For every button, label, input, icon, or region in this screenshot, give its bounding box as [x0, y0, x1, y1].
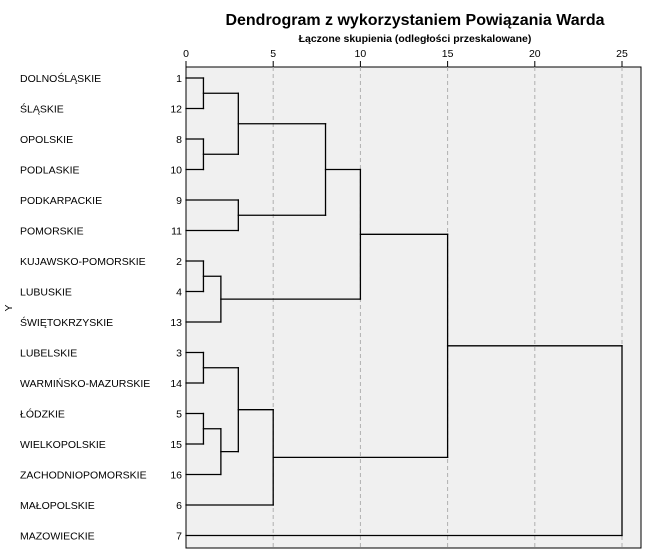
leaf-name-label: LUBUSKIE — [20, 287, 72, 299]
leaf-case-number: 3 — [176, 348, 182, 360]
x-tick-label: 0 — [183, 48, 189, 60]
leaf-case-number: 7 — [176, 531, 182, 543]
leaf-case-number: 2 — [176, 256, 182, 268]
leaf-case-number: 1 — [176, 73, 182, 85]
leaf-name-label: LUBELSKIE — [20, 348, 77, 360]
leaf-case-number: 12 — [170, 104, 182, 116]
leaf-case-number: 14 — [170, 378, 182, 390]
leaf-case-number: 15 — [170, 439, 182, 451]
leaf-name-label: DOLNOŚLĄSKIE — [20, 72, 101, 85]
leaf-name-label: ŚLĄSKIE — [20, 103, 64, 116]
leaf-name-label: KUJAWSKO-POMORSKIE — [20, 256, 146, 268]
y-axis-label: Y — [3, 304, 15, 311]
x-tick-label: 5 — [270, 48, 276, 60]
x-tick-label: 25 — [616, 48, 628, 60]
leaf-name-label: OPOLSKIE — [20, 134, 73, 146]
leaf-case-number: 13 — [170, 317, 182, 329]
leaf-name-label: ŚWIĘTOKRZYSKIE — [20, 316, 113, 329]
chart-title: Dendrogram z wykorzystaniem Powiązania W… — [225, 12, 604, 29]
leaf-name-label: PODKARPACKIE — [20, 195, 102, 207]
plot-area — [185, 66, 642, 549]
leaf-name-label: ŁÓDZKIE — [20, 408, 65, 421]
leaf-case-number: 11 — [171, 226, 182, 238]
leaf-case-number: 16 — [170, 470, 182, 482]
leaf-case-number: 5 — [176, 409, 182, 421]
leaf-name-label: ZACHODNIOPOMORSKIE — [20, 470, 147, 482]
leaf-case-number: 6 — [176, 500, 182, 512]
leaf-case-number: 4 — [176, 287, 182, 299]
leaf-case-number: 10 — [170, 165, 182, 177]
leaf-name-label: POMORSKIE — [20, 226, 84, 238]
x-tick-label: 20 — [529, 48, 541, 60]
x-tick-label: 15 — [442, 48, 454, 60]
leaf-case-number: 9 — [176, 195, 182, 207]
dendrogram-links — [185, 77, 623, 537]
x-axis-label: Łączone skupienia (odległości przeskalow… — [299, 33, 532, 45]
x-tick-label: 10 — [355, 48, 367, 60]
leaf-name-label: PODLASKIE — [20, 165, 80, 177]
x-axis-ticks: 0 5 10 15 20 25 — [183, 48, 628, 67]
leaf-name-label: WIELKOPOLSKIE — [20, 439, 106, 451]
leaf-name-label: MAŁOPOLSKIE — [20, 500, 95, 512]
leaf-name-label: MAZOWIECKIE — [20, 531, 95, 543]
leaf-case-number: 8 — [176, 134, 182, 146]
leaf-name-label: WARMIŃSKO-MAZURSKIE — [20, 377, 150, 390]
